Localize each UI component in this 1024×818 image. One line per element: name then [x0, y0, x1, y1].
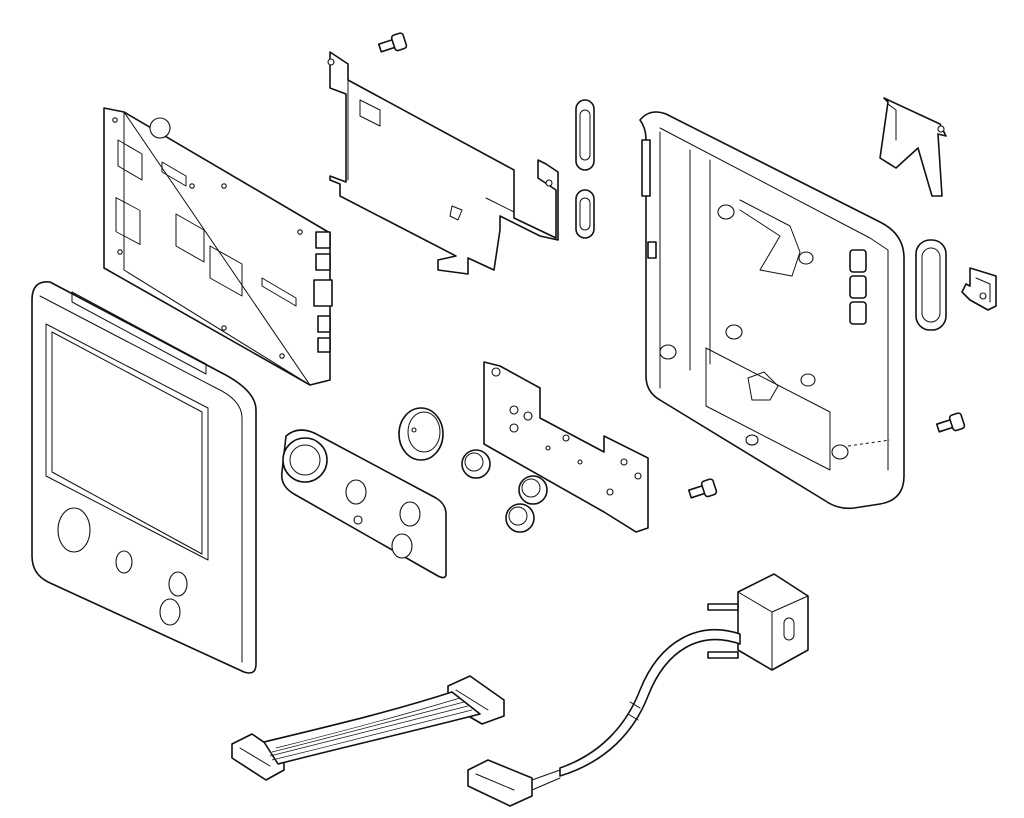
switch-plate-icon	[483, 361, 649, 533]
button-cap-icon	[461, 449, 548, 533]
gasket-seal-icon	[915, 239, 947, 331]
main-circuit-board-icon	[103, 107, 333, 386]
mounting-bracket-icon	[327, 51, 559, 275]
front-bezel-icon	[31, 281, 257, 674]
connector-cover-icon	[961, 267, 997, 311]
button-panel-icon	[280, 429, 447, 579]
gasket-seal-icon	[575, 99, 595, 239]
rear-housing-icon	[639, 111, 905, 510]
ribbon-cable-icon	[231, 675, 505, 781]
knob-disc-icon	[398, 407, 444, 461]
latch-clip-icon	[879, 97, 947, 197]
power-cable-icon	[467, 573, 809, 807]
screw-icon	[377, 32, 966, 499]
